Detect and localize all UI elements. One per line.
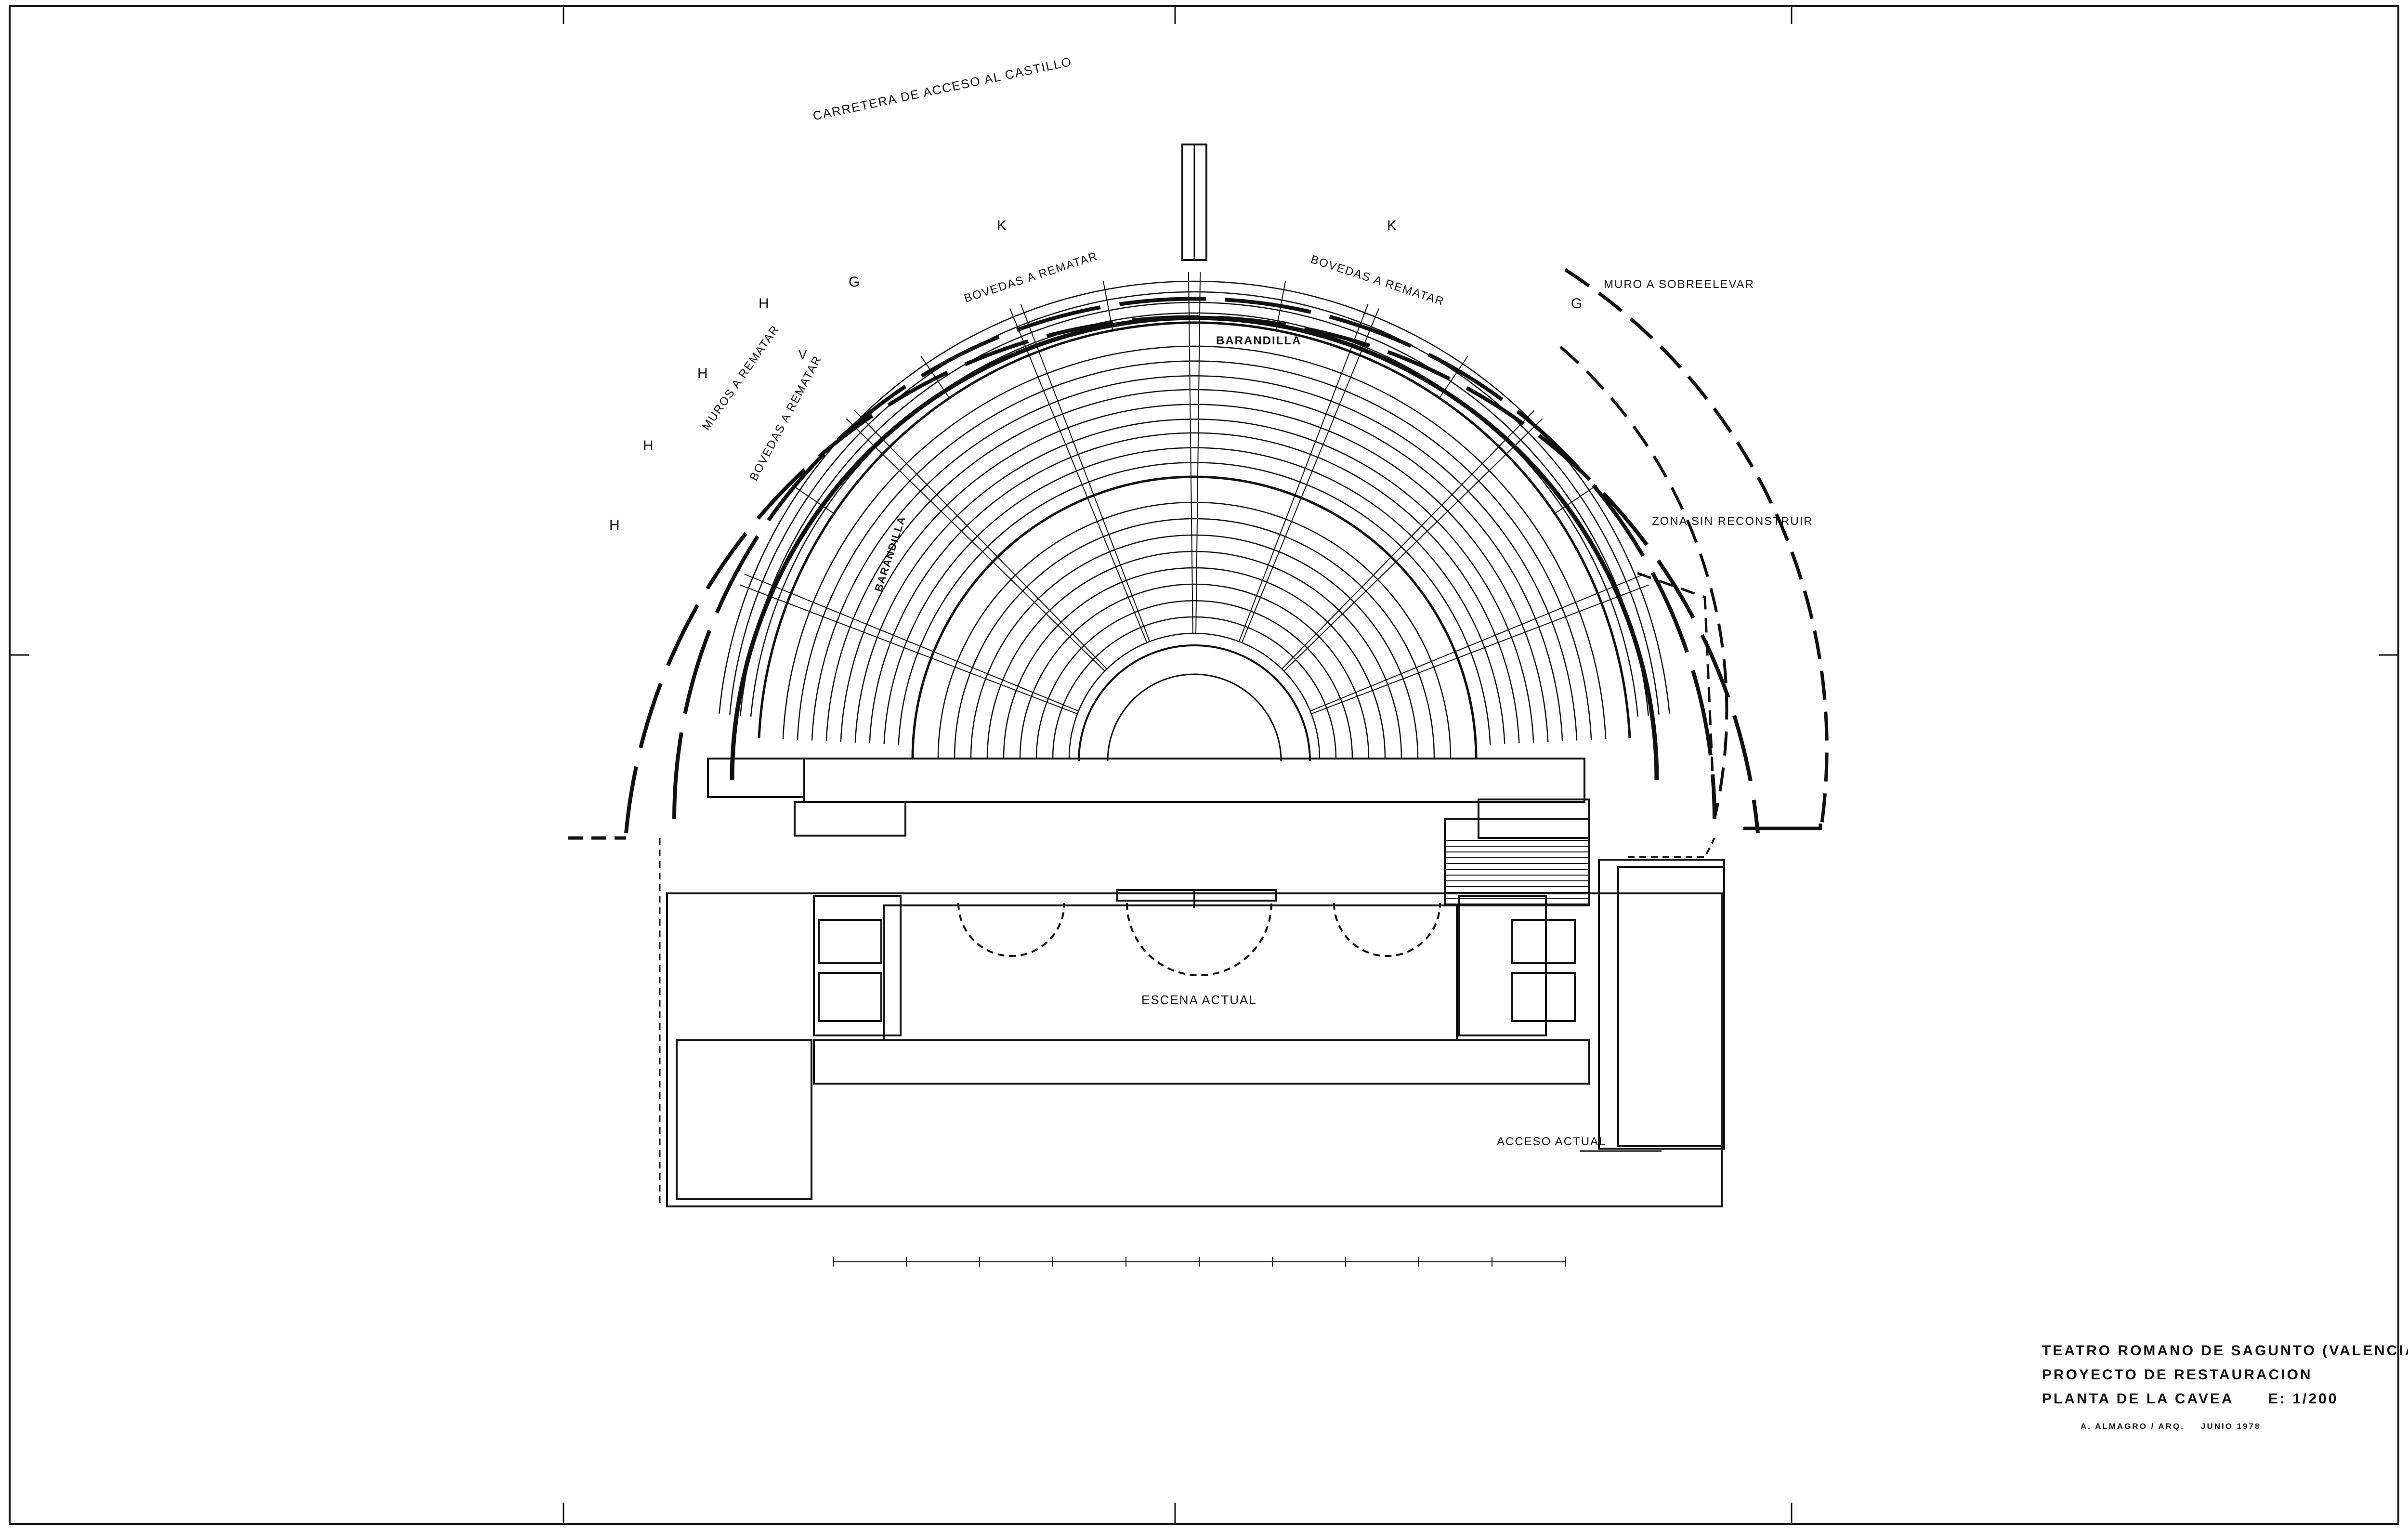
seat-row xyxy=(986,550,1402,759)
radial-stair-edge xyxy=(1020,304,1151,642)
muros-label-left: MUROS A REMATAR xyxy=(700,323,782,432)
praecinctio xyxy=(911,475,1478,759)
seat-row xyxy=(750,312,1639,717)
seat-row xyxy=(1068,632,1321,759)
seat-row xyxy=(797,360,1592,740)
title-block: TEATRO ROMANO DE SAGUNTO (VALENCIA) PROY… xyxy=(2042,1339,2408,1433)
seat-row xyxy=(1035,600,1353,759)
cavea-radial-stairs xyxy=(740,272,1649,715)
cavea-seat-rows xyxy=(719,280,1670,759)
marker-h-4: H xyxy=(609,517,621,533)
bovedas-label-top-right: BOVEDAS A REMATAR xyxy=(1309,253,1446,308)
radial-stair-edge xyxy=(1311,584,1649,715)
seat-row xyxy=(739,301,1649,716)
seat-row xyxy=(840,404,1549,742)
road-label: CARRETERA DE ACCESO AL CASTILLO xyxy=(811,54,1073,123)
radial-stair-edge xyxy=(1195,272,1201,634)
marker-v: V xyxy=(798,347,808,362)
marker-g-left: G xyxy=(849,274,861,290)
radial-stair-edge xyxy=(1283,418,1543,672)
seat-row xyxy=(825,389,1563,742)
marker-h-1: H xyxy=(759,296,770,312)
seat-row xyxy=(1019,583,1370,759)
vomitorium-wall xyxy=(792,484,835,514)
title-sheet-label: PLANTA DE LA CAVEA xyxy=(2042,1391,2234,1407)
seat-row xyxy=(1003,567,1386,759)
seat-row xyxy=(782,345,1607,739)
seat-row xyxy=(811,375,1578,741)
seat-row xyxy=(719,280,1670,714)
radial-stair-edge xyxy=(740,584,1078,715)
side-stairs xyxy=(1445,840,1589,904)
outer-walls xyxy=(568,144,1829,840)
radial-stair-edge xyxy=(1281,410,1535,669)
seat-row xyxy=(869,432,1520,744)
seat-row xyxy=(937,501,1452,759)
title-sheet-name: PLANTA DE LA CAVEA E: 1/200 xyxy=(2042,1387,2389,1411)
author-credit: A. ALMAGRO / ARQ. xyxy=(2081,1422,2185,1431)
bovedas-label-top-left: BOVEDAS A REMATAR xyxy=(963,249,1100,305)
zona-sin-reconstruir-label: ZONA SIN RECONSTRUIR xyxy=(1652,515,1813,528)
radial-stair-edge xyxy=(846,418,1105,672)
seat-row xyxy=(854,419,1534,743)
sheet-frame xyxy=(9,5,2399,1525)
marker-h-2: H xyxy=(697,366,709,381)
marker-h-3: H xyxy=(643,438,654,454)
radial-stair-edge xyxy=(854,410,1108,669)
seat-row xyxy=(954,518,1435,759)
escena-actual-label: ESCENA ACTUAL xyxy=(1141,993,1257,1007)
marker-g-right: G xyxy=(1571,296,1583,312)
section-markers: K K G G H H H H V xyxy=(609,218,1583,533)
seat-row xyxy=(883,447,1505,744)
radial-stair-edge xyxy=(1241,308,1379,643)
orchestra xyxy=(1078,644,1311,761)
marker-k-right: K xyxy=(1387,218,1398,234)
barandilla-label-top: BARANDILLA xyxy=(1216,334,1301,347)
radial-stair-edge xyxy=(1238,304,1369,642)
muro-sobreelevar-label: MURO A SOBREELEVAR xyxy=(1604,278,1754,291)
acceso-actual-label: ACCESO ACTUAL xyxy=(1497,1135,1606,1148)
seat-row xyxy=(898,462,1491,745)
vomitorium-wall xyxy=(1554,484,1597,514)
marker-k-left: K xyxy=(997,218,1008,234)
stage-arcs xyxy=(659,838,1715,1206)
title-scale: E: 1/200 xyxy=(2268,1391,2339,1407)
drawing-date: JUNIO 1978 xyxy=(2201,1422,2261,1431)
radial-stair-edge xyxy=(744,574,1079,712)
stage-building xyxy=(666,758,1725,1207)
radial-stair-edge xyxy=(1009,308,1148,643)
praecinctio xyxy=(758,321,1631,738)
title-project-type: PROYECTO DE RESTAURACION xyxy=(2042,1367,2313,1383)
title-project-name: TEATRO ROMANO DE SAGUNTO (VALENCIA) xyxy=(2042,1343,2408,1359)
credits: A. ALMAGRO / ARQ. JUNIO 1978 xyxy=(2042,1422,2389,1433)
seat-row xyxy=(729,291,1660,715)
seat-row xyxy=(970,534,1419,759)
bar-scale xyxy=(833,1257,1566,1267)
seat-row xyxy=(1052,616,1337,759)
radial-stair-edge xyxy=(1188,272,1193,634)
radial-stair-edge xyxy=(1310,574,1645,712)
